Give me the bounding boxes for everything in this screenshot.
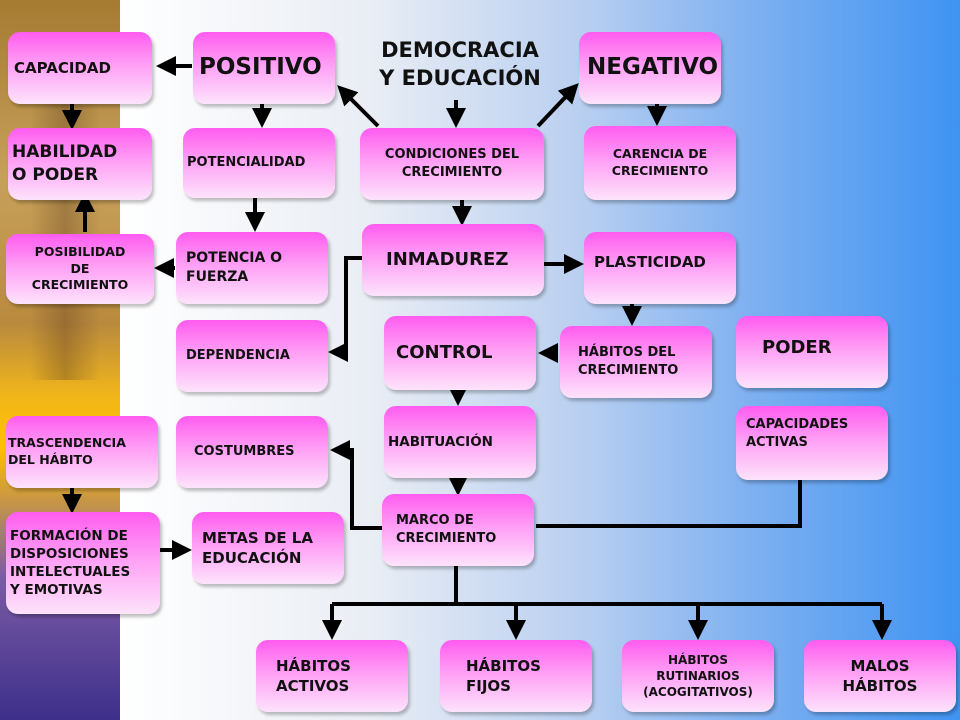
node-capacidades-activas-label: CAPACIDADES ACTIVAS <box>746 417 849 450</box>
node-democracia-label: DEMOCRACIA Y EDUCACIÓN <box>379 37 541 90</box>
node-potencialidad: POTENCIALIDAD <box>183 128 335 198</box>
node-condiciones-label: CONDICIONES DEL CRECIMIENTO <box>384 147 520 180</box>
node-plasticidad: PLASTICIDAD <box>584 232 736 304</box>
node-habituacion: HABITUACIÓN <box>384 406 536 478</box>
node-habitos-rutinarios-label: HÁBITOS RUTINARIOS (ACOGITATIVOS) <box>643 652 753 700</box>
node-potencia: POTENCIA O FUERZA <box>176 232 328 304</box>
node-habitos-activos-label: HÁBITOS ACTIVOS <box>276 656 351 695</box>
node-capacidad-label: CAPACIDAD <box>14 58 111 77</box>
node-habitos-fijos: HÁBITOS FIJOS <box>440 640 592 712</box>
node-inmadurez: INMADUREZ <box>362 224 544 296</box>
node-habitos-rutinarios: HÁBITOS RUTINARIOS (ACOGITATIVOS) <box>622 640 774 712</box>
node-habitos-crecimiento: HÁBITOS DEL CRECIMIENTO <box>560 326 712 398</box>
node-plasticidad-label: PLASTICIDAD <box>594 253 706 271</box>
node-carencia: CARENCIA DE CRECIMIENTO <box>584 126 736 200</box>
node-positivo-label: POSITIVO <box>199 54 322 81</box>
node-dependencia-label: DEPENDENCIA <box>186 348 290 364</box>
node-habitos-crecimiento-label: HÁBITOS DEL CRECIMIENTO <box>578 345 679 378</box>
node-costumbres: COSTUMBRES <box>176 416 328 488</box>
node-potencialidad-label: POTENCIALIDAD <box>187 155 306 171</box>
node-potencia-label: POTENCIA O FUERZA <box>186 250 283 285</box>
node-habituacion-label: HABITUACIÓN <box>388 433 493 450</box>
node-costumbres-label: COSTUMBRES <box>194 444 295 460</box>
node-inmadurez-label: INMADUREZ <box>386 248 509 270</box>
node-trascendencia-label: TRASCENDENCIA DEL HÁBITO <box>8 435 126 467</box>
node-metas: METAS DE LA EDUCACIÓN <box>192 512 344 584</box>
node-metas-label: METAS DE LA EDUCACIÓN <box>202 528 313 567</box>
node-habilidad: HABILIDAD O PODER <box>8 128 152 200</box>
node-negativo: NEGATIVO <box>579 32 721 104</box>
node-marco: MARCO DE CRECIMIENTO <box>382 494 534 566</box>
node-poder-label: PODER <box>762 337 832 358</box>
node-posibilidad: POSIBILIDAD DE CRECIMIENTO <box>6 234 154 304</box>
node-negativo-label: NEGATIVO <box>587 54 719 81</box>
node-malos-habitos-label: MALOS HÁBITOS <box>842 656 918 695</box>
node-marco-label: MARCO DE CRECIMIENTO <box>396 513 497 546</box>
node-positivo: POSITIVO <box>193 32 335 104</box>
node-capacidad: CAPACIDAD <box>8 32 152 104</box>
node-posibilidad-label: POSIBILIDAD DE CRECIMIENTO <box>31 243 129 293</box>
node-habilidad-label: HABILIDAD O PODER <box>12 142 118 185</box>
node-habitos-activos: HÁBITOS ACTIVOS <box>256 640 408 712</box>
node-malos-habitos: MALOS HÁBITOS <box>804 640 956 712</box>
node-democracia: DEMOCRACIA Y EDUCACIÓN <box>368 26 552 102</box>
node-dependencia: DEPENDENCIA <box>176 320 328 392</box>
node-condiciones: CONDICIONES DEL CRECIMIENTO <box>360 128 544 200</box>
node-formacion: FORMACIÓN DE DISPOSICIONES INTELECTUALES… <box>6 512 160 614</box>
node-habitos-fijos-label: HÁBITOS FIJOS <box>466 656 541 695</box>
node-poder: PODER <box>736 316 888 388</box>
node-control: CONTROL <box>384 316 536 390</box>
node-carencia-label: CARENCIA DE CRECIMIENTO <box>611 146 709 178</box>
node-formacion-label: FORMACIÓN DE DISPOSICIONES INTELECTUALES… <box>10 527 131 599</box>
node-trascendencia: TRASCENDENCIA DEL HÁBITO <box>6 416 158 488</box>
node-control-label: CONTROL <box>396 341 493 363</box>
node-capacidades-activas: CAPACIDADES ACTIVAS <box>736 406 888 480</box>
